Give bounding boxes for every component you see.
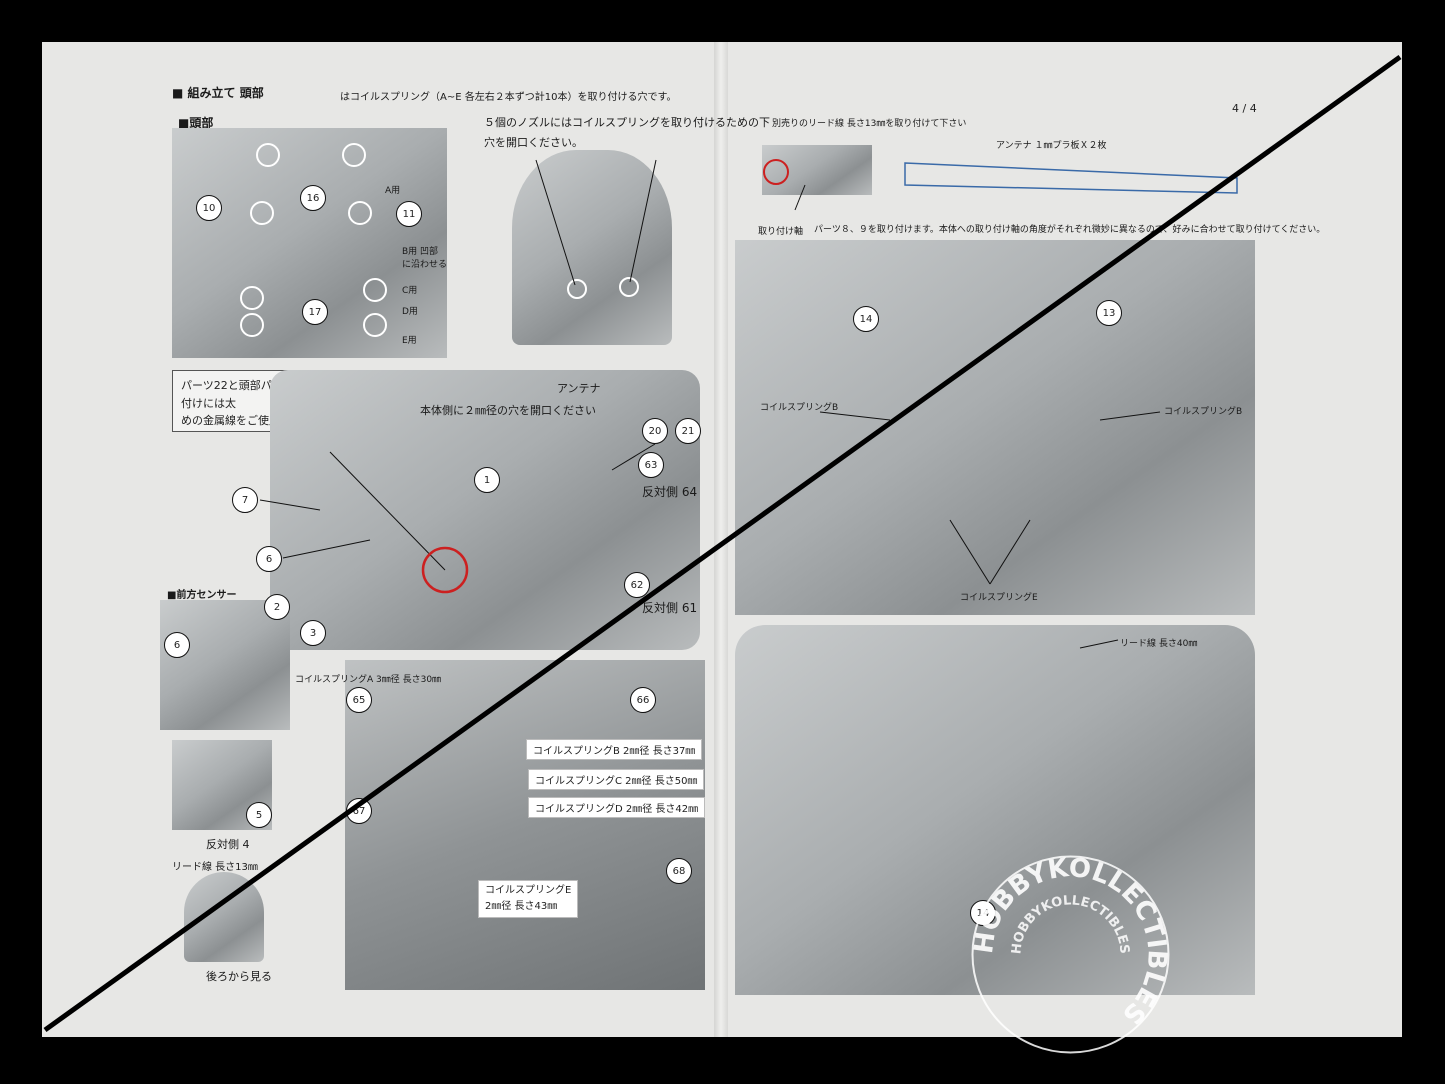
label-e: E用 xyxy=(402,336,417,346)
coil-a-label: コイルスプリングA 3㎜径 長さ30㎜ xyxy=(295,675,442,685)
sensor-photo xyxy=(160,600,290,730)
label-d: D用 xyxy=(402,307,418,317)
callout-21: 21 xyxy=(675,418,701,444)
coil-e-right: コイルスプリングE xyxy=(960,593,1038,603)
hole-note: 本体側に２㎜径の穴を開口ください xyxy=(420,404,596,417)
callout-sensor-6: 6 xyxy=(164,632,190,658)
svg-text:HOBBYKOLLECTIBLES: HOBBYKOLLECTIBLES xyxy=(969,853,1172,1030)
diagonal-cross-line xyxy=(43,54,1402,1033)
callout-1: 1 xyxy=(474,467,500,493)
coil-b-label: コイルスプリングB 2㎜径 長さ37㎜ xyxy=(526,739,703,760)
coil-b-right: コイルスプリングB xyxy=(1164,407,1243,417)
nozzle-note-1: ５個のノズルにはコイルスプリングを取り付けるための下 xyxy=(484,116,770,129)
callout-68: 68 xyxy=(666,858,692,884)
page-fold xyxy=(714,42,728,1037)
callout-2: 2 xyxy=(264,594,290,620)
section-head: ■頭部 xyxy=(178,116,214,130)
callout-17: 17 xyxy=(302,299,328,325)
label-a: A用 xyxy=(385,186,401,196)
callout-3: 3 xyxy=(300,620,326,646)
callout-5: 5 xyxy=(246,802,272,828)
antenna-note: アンテナ １㎜プラ板Ｘ２枚 xyxy=(996,141,1107,151)
coil-e-label: コイルスプリングE 2㎜径 長さ43㎜ xyxy=(478,880,579,918)
callout-20: 20 xyxy=(642,418,668,444)
callout-62: 62 xyxy=(624,572,650,598)
mount-axis-circle xyxy=(763,159,789,185)
nozzle-photo xyxy=(512,150,672,345)
parts-note: パーツ８、９を取り付けます。本体への取り付け軸の角度がそれぞれ微妙に異なるので、… xyxy=(814,225,1326,235)
leader-lines xyxy=(259,159,1161,649)
coil-d-label: コイルスプリングD 2㎜径 長さ42㎜ xyxy=(528,797,706,818)
attach-point-circle xyxy=(421,546,469,594)
label-b2: に沿わせる xyxy=(402,260,448,270)
antenna-plate-outline xyxy=(904,162,1238,194)
opposite-4: 反対側 4 xyxy=(206,838,250,851)
callout-7: 7 xyxy=(232,487,258,513)
svg-text:HOBBYKOLLECTIBLES: HOBBYKOLLECTIBLES xyxy=(1009,893,1131,955)
coil-b-left: コイルスプリングB xyxy=(760,403,839,413)
header-note: はコイルスプリング（A~E 各左右２本ずつ計10本）を取り付ける穴です。 xyxy=(340,92,677,103)
callout-r14: 14 xyxy=(853,306,879,332)
hobbykollectibles-watermark: HOBBYKOLLECTIBLES HOBBYKOLLECTIBLES xyxy=(969,853,1172,1054)
mount-axis: 取り付け軸 xyxy=(758,227,804,237)
nozzle-cluster-photo xyxy=(345,660,705,990)
callout-66: 66 xyxy=(630,687,656,713)
callout-65: 65 xyxy=(346,687,372,713)
header-title: ■ 組み立て 頭部 xyxy=(172,86,264,100)
callout-r13: 13 xyxy=(1096,300,1122,326)
watermark-inner-text: HOBBYKOLLECTIBLES xyxy=(1009,893,1131,955)
view-from-back: 後ろから見る xyxy=(206,970,272,983)
coil-e-line2: 2㎜径 長さ43㎜ xyxy=(485,901,558,912)
callout-11: 11 xyxy=(396,201,422,227)
opposite-61: 反対側 61 xyxy=(642,601,698,615)
callout-10: 10 xyxy=(196,195,222,221)
rear-assembly-photo xyxy=(735,240,1255,615)
label-c: C用 xyxy=(402,286,418,296)
lead-wire-13: リード線 長さ13㎜ xyxy=(172,862,258,873)
watermark-outer-text: HOBBYKOLLECTIBLES xyxy=(969,853,1172,1030)
page-number: 4 / 4 xyxy=(1232,102,1257,115)
callout-16: 16 xyxy=(300,185,326,211)
lead-wire-40: リード線 長さ40㎜ xyxy=(1120,639,1198,649)
antenna-part-photo xyxy=(762,145,872,195)
bottom-assembly-photo xyxy=(735,625,1255,995)
callout-6: 6 xyxy=(256,546,282,572)
opposite-64: 反対側 64 xyxy=(642,485,698,499)
nozzle-note-2: 穴を開口ください。 xyxy=(484,136,583,149)
label-b: B用 凹部 xyxy=(402,247,439,257)
body-assembly-photo xyxy=(270,370,700,650)
callout-63: 63 xyxy=(638,452,664,478)
back-view-photo xyxy=(184,872,264,962)
antenna-label: アンテナ xyxy=(557,382,601,395)
coil-e-line1: コイルスプリングE xyxy=(485,885,572,896)
callout-r14b: 14 xyxy=(970,900,996,926)
front-sensor-title: ■前方センサー xyxy=(167,590,237,601)
spring-hole-circles xyxy=(240,143,639,337)
coil-c-label: コイルスプリングC 2㎜径 長さ50㎜ xyxy=(528,769,705,790)
lead-note: 別売りのリード線 長さ13㎜を取り付けて下さい xyxy=(772,119,967,129)
